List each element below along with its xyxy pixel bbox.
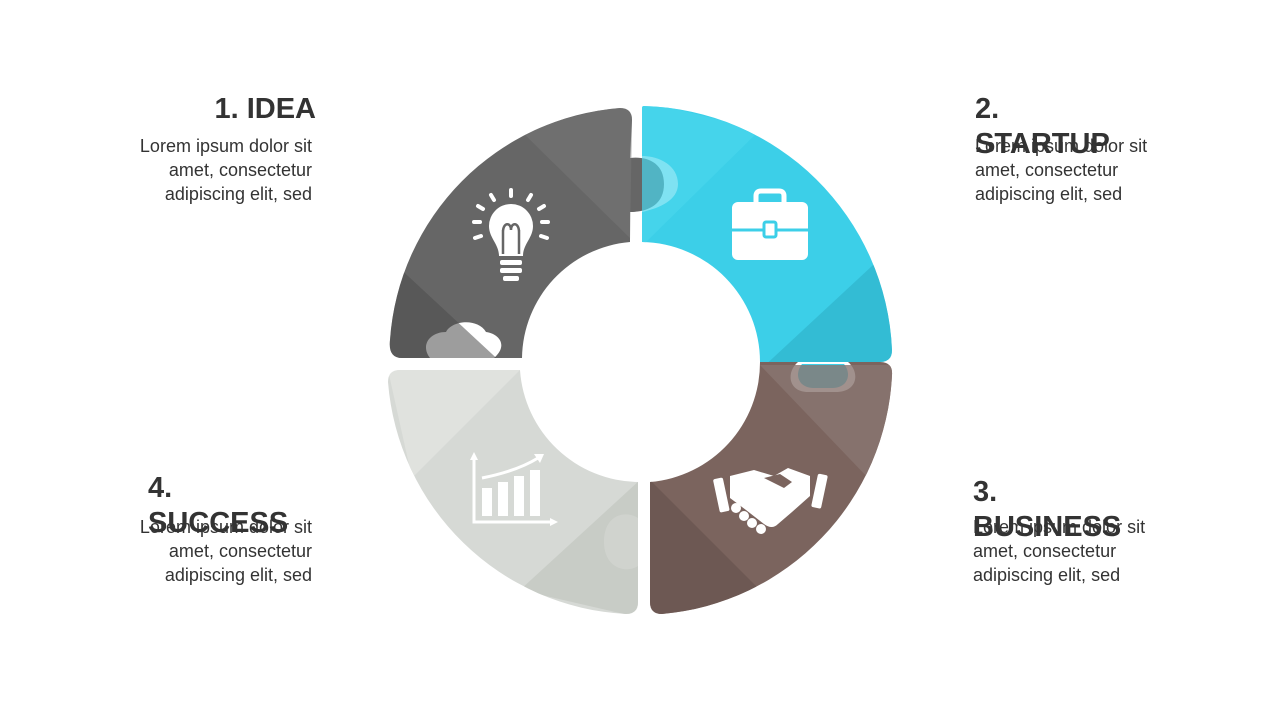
step-text-success: Lorem ipsum dolor sit amet, consectetur … — [139, 517, 312, 585]
step-title-startup: 2. STARTUP — [975, 93, 1110, 160]
segment-startup — [642, 106, 892, 362]
briefcase-icon — [732, 188, 808, 260]
step-text-business: Lorem ipsum dolor sit amet, consectetur … — [973, 517, 1146, 585]
step-title-business: 3. BUSINESS — [973, 476, 1122, 543]
growth-chart-icon — [470, 452, 558, 526]
step-text-startup: Lorem ipsum dolor sit amet, consectetur … — [975, 136, 1148, 204]
lightbulb-icon — [472, 188, 550, 281]
segment-success — [388, 370, 638, 614]
handshake-icon — [713, 468, 828, 534]
step-title-idea: 1. IDEA — [214, 93, 316, 125]
segment-idea — [389, 108, 664, 358]
segment-business — [650, 362, 893, 614]
step-text-idea: Lorem ipsum dolor sit amet, consectetur … — [139, 136, 312, 204]
step-title-success: 4. SUCCESS — [148, 472, 289, 539]
